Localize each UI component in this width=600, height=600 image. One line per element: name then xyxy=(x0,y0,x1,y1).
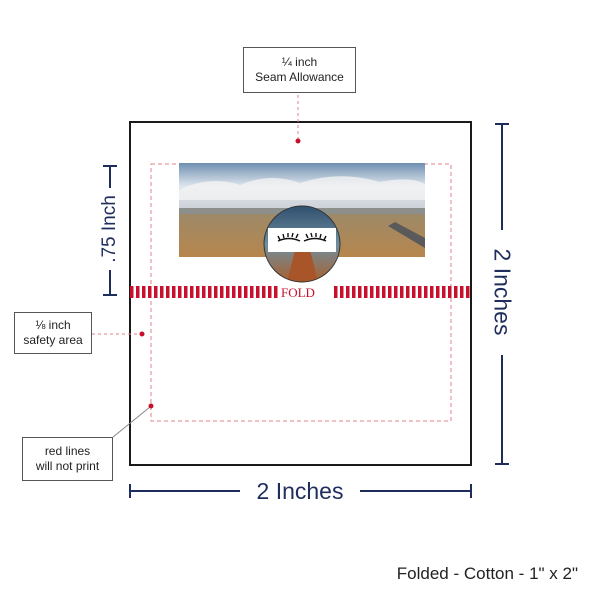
fold-stripe-bar xyxy=(442,286,446,298)
fold-stripe-bar xyxy=(436,286,440,298)
safety-area-line1: ⅛ inch xyxy=(35,318,71,332)
fold-stripe-bar xyxy=(334,286,338,298)
fold-stripe-bar xyxy=(148,286,152,298)
fold-stripe-bar xyxy=(238,286,242,298)
redlines-leader xyxy=(112,406,151,438)
safety-dot xyxy=(139,331,145,337)
fold-stripe-bar xyxy=(346,286,350,298)
red-lines-label: red lines will not print xyxy=(22,437,113,481)
fold-stripe-bar xyxy=(274,286,278,298)
seam-allowance-line1: ¼ inch xyxy=(281,55,318,69)
fold-stripe-bar xyxy=(130,286,134,298)
fold-stripe-bar xyxy=(400,286,404,298)
fold-stripe-bar xyxy=(388,286,392,298)
fold-stripe-bar xyxy=(358,286,362,298)
fold-stripe-bar xyxy=(256,286,260,298)
fold-stripe-bar xyxy=(364,286,368,298)
fold-stripe-bar xyxy=(190,286,194,298)
fold-stripe-bar xyxy=(208,286,212,298)
fold-stripe xyxy=(130,286,470,298)
fold-stripe-bar xyxy=(220,286,224,298)
fold-stripe-bar xyxy=(136,286,140,298)
fold-stripe-bar xyxy=(430,286,434,298)
safety-area-line2: safety area xyxy=(23,333,83,347)
fold-stripe-bar xyxy=(394,286,398,298)
bottom-dimension xyxy=(129,484,472,498)
fold-stripe-bar xyxy=(196,286,200,298)
fold-stripe-bar xyxy=(406,286,410,298)
fold-stripe-bar xyxy=(340,286,344,298)
product-footer: Folded - Cotton - 1" x 2" xyxy=(396,564,578,583)
eyelashes-icon xyxy=(268,228,336,252)
bottom-dimension-label: 2 Inches xyxy=(256,478,344,504)
fold-stripe-bar xyxy=(232,286,236,298)
fold-stripe-bar xyxy=(412,286,416,298)
seam-allowance-label: ¼ inch Seam Allowance xyxy=(243,47,356,93)
right-dimension-label: 2 Inches xyxy=(489,248,516,336)
fold-stripe-bar xyxy=(178,286,182,298)
fold-label: FOLD xyxy=(281,285,315,300)
fold-stripe-bar xyxy=(184,286,188,298)
fold-stripe-bar xyxy=(142,286,146,298)
fold-stripe-bar xyxy=(376,286,380,298)
fold-stripe-bar xyxy=(466,286,470,298)
fold-stripe-bar xyxy=(244,286,248,298)
fold-stripe-bar xyxy=(448,286,452,298)
fold-stripe-bar xyxy=(154,286,158,298)
fold-stripe-bar xyxy=(454,286,458,298)
fold-stripe-bar xyxy=(370,286,374,298)
fold-stripe-bar xyxy=(214,286,218,298)
right-dimension xyxy=(495,123,509,465)
fold-stripe-bar xyxy=(382,286,386,298)
red-lines-line2: will not print xyxy=(35,459,100,473)
fold-stripe-bar xyxy=(352,286,356,298)
fold-stripe-bar xyxy=(268,286,272,298)
red-lines-line1: red lines xyxy=(44,444,91,458)
fold-stripe-bar xyxy=(424,286,428,298)
redlines-dot xyxy=(148,403,154,409)
fold-stripe-bar xyxy=(250,286,254,298)
fold-stripe-bar xyxy=(202,286,206,298)
fold-stripe-bar xyxy=(418,286,422,298)
safety-area-label: ⅛ inch safety area xyxy=(14,312,92,354)
left-dimension-label: .75 Inch xyxy=(99,195,120,263)
seam-allowance-line2: Seam Allowance xyxy=(255,70,344,84)
fold-stripe-bar xyxy=(460,286,464,298)
left-dimension xyxy=(103,165,117,296)
fold-stripe-bar xyxy=(262,286,266,298)
fold-stripe-bar xyxy=(166,286,170,298)
fold-stripe-bar xyxy=(160,286,164,298)
fold-stripe-bar xyxy=(172,286,176,298)
fold-stripe-bar xyxy=(226,286,230,298)
eyelashes-circle xyxy=(263,205,341,283)
seam-dot xyxy=(295,138,301,144)
